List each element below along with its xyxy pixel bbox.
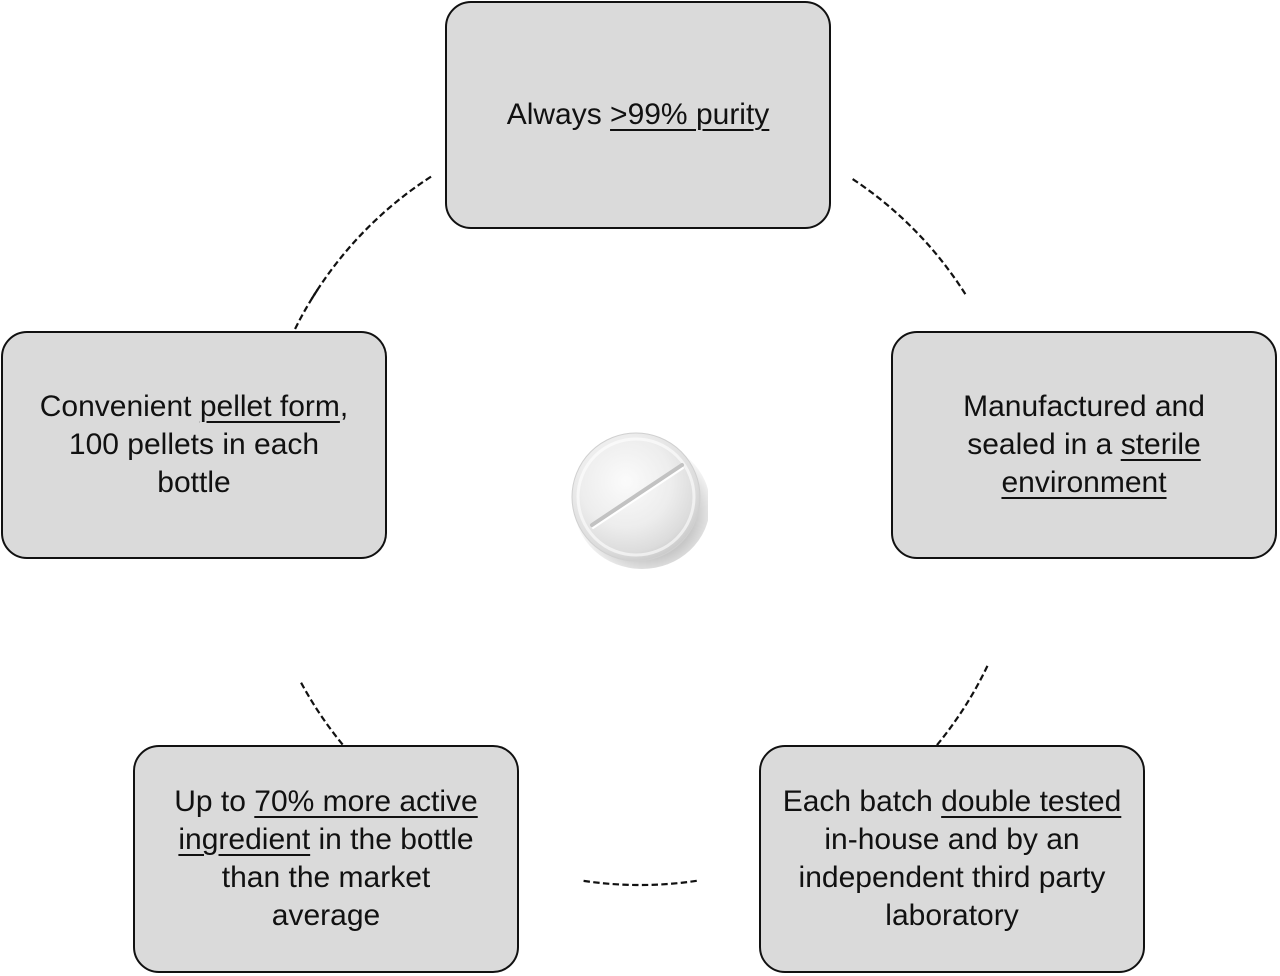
ring-dot (583, 879, 591, 883)
pill-image (566, 427, 710, 569)
ring-dot (918, 234, 925, 241)
ring-dot (327, 268, 333, 276)
ring-dot (969, 691, 975, 698)
ring-dot (931, 249, 938, 256)
underlined-text: 70% more active ingredient (178, 785, 478, 856)
ring-dot (944, 264, 950, 271)
ring-dot (680, 881, 688, 884)
ring-dot (313, 289, 319, 296)
underlined-text: pellet form (199, 390, 340, 423)
ring-dot (325, 723, 332, 730)
ring-dot (316, 284, 322, 292)
ring-dot (955, 280, 961, 287)
ring-dot (602, 882, 610, 885)
ring-dot (925, 241, 932, 249)
text-segment: in-house and by an independent third par… (798, 823, 1106, 932)
ring-dot (371, 217, 379, 224)
ring-dot (860, 183, 867, 190)
ring-dot (942, 731, 948, 739)
ring-dot (897, 214, 905, 221)
ring-dot (332, 260, 339, 268)
ring-dot (867, 189, 875, 195)
underlined-text: double tested (941, 785, 1122, 818)
ring-dot (983, 665, 989, 673)
feature-text: Up to 70% more active ingredient in the … (171, 783, 481, 935)
ring-dot (331, 731, 338, 738)
ring-dot (852, 178, 859, 184)
ring-dot (345, 245, 352, 253)
feature-text: Each batch double tested in-house and by… (781, 783, 1123, 935)
ring-dot (875, 195, 883, 201)
ring-dot (949, 272, 956, 279)
ring-dot (670, 882, 678, 885)
feature-box-purity: Always >99% purity (445, 1, 831, 229)
ring-dot (351, 238, 358, 245)
text-segment: , 100 pellets in each bottle (68, 390, 349, 499)
ring-dot (294, 322, 299, 330)
feature-box-pellet-form: Convenient pellet form, 100 pellets in e… (1, 331, 387, 559)
ring-dot (912, 227, 919, 234)
ring-dot (936, 739, 942, 746)
text-segment: Each batch (782, 785, 942, 818)
ring-dot (953, 715, 960, 723)
ring-dot (883, 201, 890, 208)
ring-dot (314, 707, 321, 714)
feature-text: Manufactured and sealed in a sterile env… (929, 388, 1239, 502)
ring-dot (393, 198, 401, 205)
ring-dot (364, 224, 372, 231)
ring-dot (401, 192, 408, 199)
text-segment: Always (506, 98, 611, 131)
ring-dot (409, 186, 416, 193)
feature-text: Always >99% purity (507, 96, 770, 134)
ring-dot (300, 682, 306, 689)
ring-dot (304, 690, 310, 698)
text-segment: Manufactured and sealed in a (963, 390, 1205, 461)
ring-dot (974, 682, 980, 690)
text-segment: in the bottle than the market average (221, 823, 474, 932)
text-segment: Convenient (39, 390, 200, 423)
ring-dot (337, 738, 344, 746)
ring-dot (338, 253, 345, 260)
ring-dot (593, 881, 600, 884)
ring-dot (690, 879, 697, 883)
feature-box-sterile: Manufactured and sealed in a sterile env… (891, 331, 1277, 559)
ring-dot (298, 314, 304, 321)
ring-dot (938, 256, 944, 263)
ring-dot (379, 211, 386, 218)
feature-box-active-ingredient: Up to 70% more active ingredient in the … (133, 745, 519, 973)
ring-dot (308, 297, 314, 304)
ring-dot (964, 699, 970, 707)
ring-dot (425, 175, 432, 182)
ring-dot (309, 699, 316, 706)
text-segment: Up to (174, 785, 255, 818)
ring-dot (358, 231, 365, 238)
ring-dot (960, 288, 967, 295)
underlined-text: >99% purity (610, 98, 770, 131)
feature-text: Convenient pellet form, 100 pellets in e… (39, 388, 349, 502)
ring-dot (959, 707, 965, 715)
ring-dot (979, 674, 985, 681)
ring-dot (303, 305, 309, 313)
ring-dot (905, 220, 912, 227)
feature-box-testing: Each batch double tested in-house and by… (759, 745, 1145, 973)
underlined-text: sterile environment (1001, 428, 1201, 499)
ring-dot (321, 276, 327, 283)
ring-dot (386, 204, 393, 211)
ring-dot (320, 715, 326, 722)
ring-dot (948, 723, 954, 731)
ring-dot (890, 207, 897, 214)
ring-dot (417, 181, 424, 187)
